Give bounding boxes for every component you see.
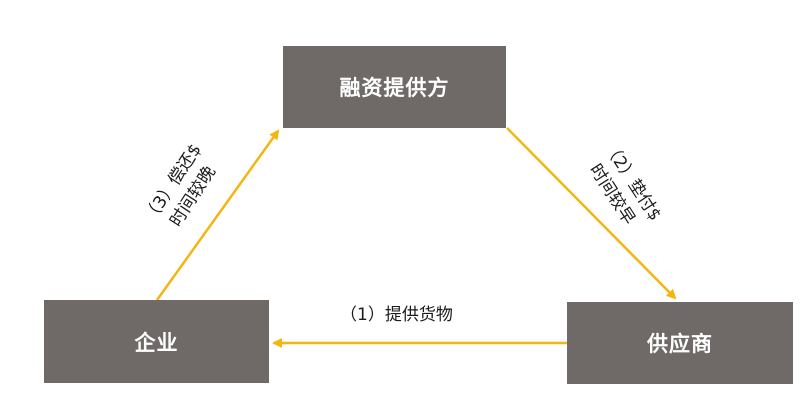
node-enterprise: 企业 — [44, 300, 269, 383]
node-supplier: 供应商 — [567, 302, 793, 384]
label-supply-goods: （1）提供货物 — [340, 305, 453, 325]
node-financier: 融资提供方 — [283, 46, 506, 128]
node-enterprise-label: 企业 — [134, 330, 179, 355]
node-supplier-label: 供应商 — [647, 332, 713, 356]
node-financier-label: 融资提供方 — [339, 76, 450, 100]
arrow-enterprise-to-financier — [155, 129, 280, 301]
arrow-financier-to-supplier — [506, 127, 677, 300]
